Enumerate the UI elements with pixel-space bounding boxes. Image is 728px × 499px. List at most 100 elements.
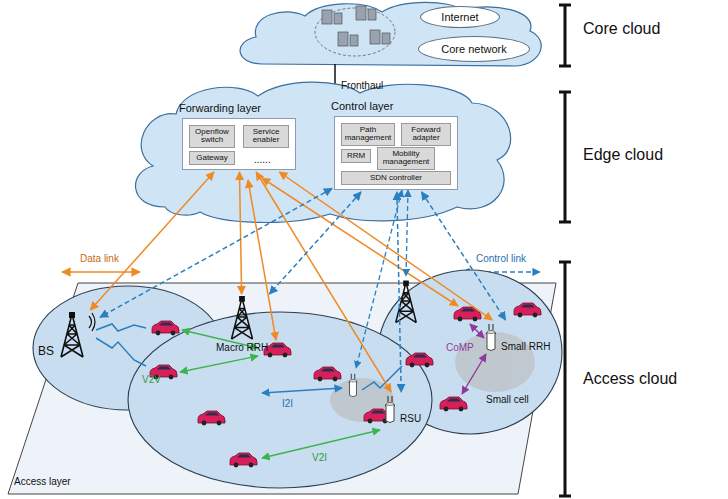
data-link: [248, 178, 458, 340]
layer-panel: Forwarding layerOpenflow switchService e…: [182, 118, 296, 170]
wireless-link: [96, 338, 146, 366]
node-label: RSU: [400, 413, 421, 424]
link-label: Access layer: [14, 476, 71, 487]
node-label: Path management: [344, 126, 392, 143]
v2v-link: [180, 356, 258, 372]
vehicle: [152, 321, 179, 335]
node-label: BS: [38, 344, 54, 358]
bracket: [559, 92, 571, 222]
comp-link: [462, 324, 486, 394]
function-box: Mobility management: [377, 147, 435, 170]
vehicle: [514, 303, 541, 317]
control-link: [356, 190, 402, 368]
node-label: Internet: [441, 11, 478, 23]
antenna-icon: [232, 296, 253, 339]
link-label: CoMP: [446, 342, 474, 353]
legend-label: Control link: [476, 253, 526, 264]
node-label: Mobility management: [380, 150, 432, 167]
core-cloud: [240, 2, 541, 66]
vehicle: [406, 353, 433, 367]
antenna-icon: [486, 324, 496, 351]
server-icon: [370, 30, 380, 44]
link-label: V2I: [312, 452, 327, 463]
vehicle: [198, 411, 225, 425]
signal-waves: [89, 313, 95, 331]
data-link: [262, 178, 458, 306]
bracket: [559, 5, 571, 66]
antenna-icon: [61, 312, 83, 357]
data-link: [248, 180, 276, 340]
edge-cloud: [136, 82, 511, 222]
node-label: Forward adapter: [404, 126, 448, 143]
control-link: [397, 192, 401, 392]
function-box: Openflow switch: [189, 125, 235, 148]
node-label: Core network: [441, 43, 506, 55]
antenna-node: Small RRH: [483, 322, 550, 352]
core-cloud: [240, 2, 541, 66]
server-icon: [368, 9, 376, 20]
node-label: Gateway: [196, 154, 228, 162]
cell: [33, 270, 562, 488]
cell: [128, 312, 432, 488]
data-link: [239, 172, 241, 294]
wireless-link: [96, 324, 146, 331]
node-label: Macro RRH: [216, 342, 268, 353]
server-icon: [322, 6, 390, 46]
function-box: RRM: [341, 149, 371, 163]
node-label: RRM: [347, 152, 365, 160]
control-link: [269, 192, 361, 294]
server-icon: [350, 35, 358, 46]
i2i-link: [262, 388, 342, 393]
antenna-icon: [227, 296, 257, 340]
server-icon: [334, 13, 342, 24]
control-link: [100, 189, 332, 318]
control-link: [356, 190, 408, 368]
vehicle: [440, 397, 467, 411]
function-box: Forward adapter: [401, 123, 451, 146]
server-icon: [382, 33, 390, 44]
comp-link: [470, 324, 484, 338]
link-label: Small cell: [486, 394, 529, 405]
vehicle: [230, 453, 257, 467]
control-link: [406, 190, 408, 276]
antenna-node: BS: [38, 312, 98, 358]
antenna-icon: [56, 312, 98, 358]
link-label: V2V: [142, 374, 161, 385]
bracket: [559, 262, 571, 496]
function-box: SDN controller: [341, 171, 451, 185]
antenna-icon: [385, 396, 395, 423]
data-link: [279, 172, 492, 320]
function-box: Path management: [341, 123, 395, 146]
data-link: [90, 172, 214, 310]
comp-link: [462, 354, 486, 394]
antenna-icon: [382, 394, 398, 424]
tier-label: Edge cloud: [583, 146, 663, 164]
server-icon: [322, 10, 332, 24]
data-link-sample: [62, 271, 140, 273]
function-box: Service enabler: [243, 125, 289, 148]
server-icon: [356, 6, 366, 20]
antenna-icon: [483, 322, 499, 352]
tier-label: Access cloud: [583, 370, 677, 388]
link-label: I2I: [282, 398, 293, 409]
panel-title: Forwarding layer: [179, 102, 261, 114]
antenna-node: RSU: [382, 394, 421, 424]
panel-title: Control layer: [331, 100, 393, 112]
core-cloud: [315, 8, 395, 56]
layer-panel: Control layerPath managementForward adap…: [334, 116, 458, 190]
bracket: [559, 5, 571, 496]
link-label: Fronthaul: [341, 80, 383, 91]
data-link: [256, 172, 391, 392]
legend-label: Data link: [80, 253, 119, 264]
node-label: Service enabler: [246, 128, 286, 145]
vehicle: [150, 303, 541, 467]
network-oval: Internet: [420, 6, 500, 28]
node-label: Small RRH: [501, 341, 550, 352]
small-rrh-icon: [349, 374, 358, 397]
node-label: Openflow switch: [192, 128, 232, 145]
function-box: Gateway: [189, 151, 235, 165]
node-label: SDN controller: [370, 174, 422, 182]
